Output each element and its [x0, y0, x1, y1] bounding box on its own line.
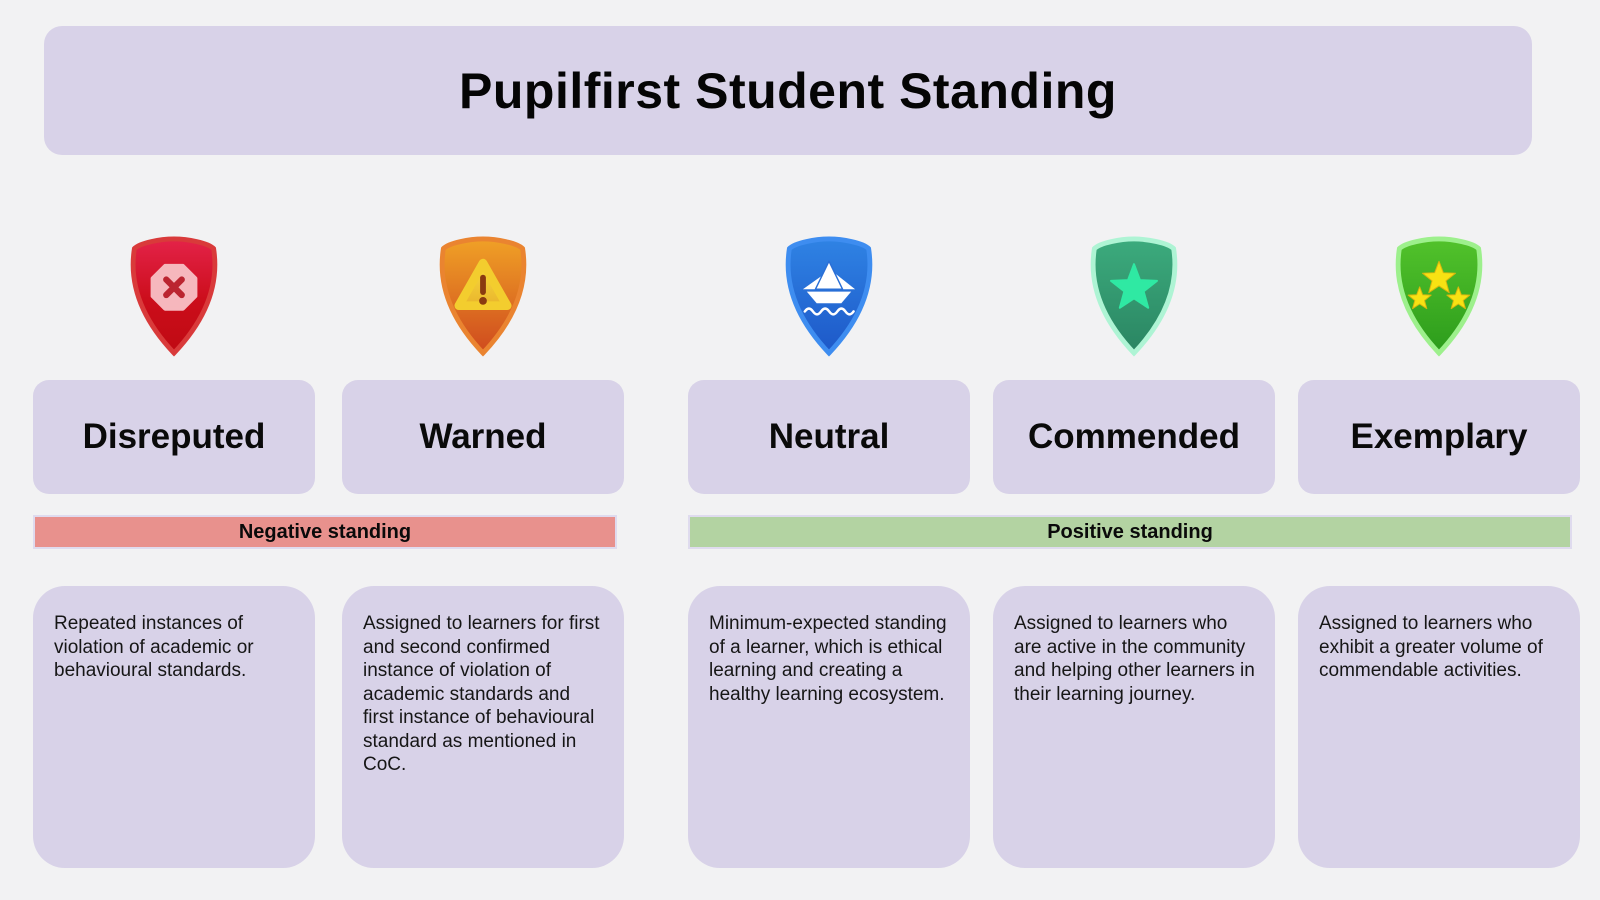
standing-label-neutral: Neutral [688, 380, 970, 494]
blue-shield-paper-boat-icon [785, 236, 873, 357]
warned-shield [342, 234, 624, 358]
disreputed-shield [33, 234, 315, 358]
title-bar: Pupilfirst Student Standing [44, 26, 1532, 155]
standing-label-disreputed: Disreputed [33, 380, 315, 494]
positive-standing-banner: Positive standing [688, 515, 1572, 549]
standing-label-exemplary: Exemplary [1298, 380, 1580, 494]
page-title: Pupilfirst Student Standing [459, 62, 1117, 119]
standing-label-commended: Commended [993, 380, 1275, 494]
standing-label-warned: Warned [342, 380, 624, 494]
neutral-shield [688, 234, 970, 358]
description-card-disreputed: Repeated instances of violation of acade… [33, 586, 315, 868]
description-card-exemplary: Assigned to learners who exhibit a great… [1298, 586, 1580, 868]
green-shield-three-stars-icon [1395, 236, 1483, 357]
orange-shield-warning-triangle-icon [439, 236, 527, 357]
description-card-commended: Assigned to learners who are active in t… [993, 586, 1275, 868]
red-shield-x-octagon-icon [130, 236, 218, 357]
exemplary-shield [1298, 234, 1580, 358]
description-card-warned: Assigned to learners for first and secon… [342, 586, 624, 868]
commended-shield [993, 234, 1275, 358]
teal-shield-single-star-icon [1090, 236, 1178, 357]
description-card-neutral: Minimum-expected standing of a learner, … [688, 586, 970, 868]
negative-standing-banner: Negative standing [33, 515, 617, 549]
